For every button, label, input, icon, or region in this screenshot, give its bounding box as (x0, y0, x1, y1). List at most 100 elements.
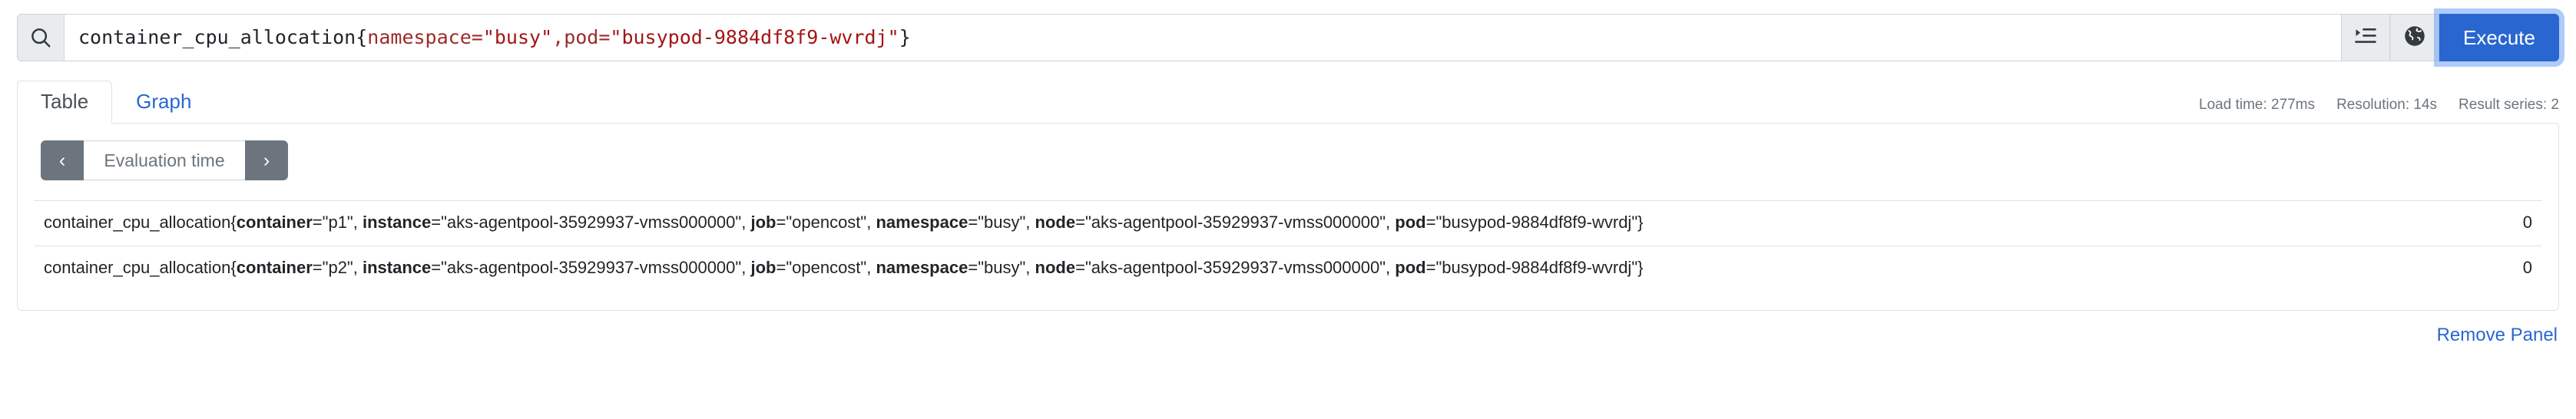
query-input-group: container_cpu_allocation{namespace="busy… (17, 14, 2440, 61)
result-label-value: "busy" (978, 257, 1026, 277)
tab-table-label: Table (41, 90, 89, 114)
chevron-left-icon: ‹ (58, 149, 66, 171)
result-label-key: pod (1395, 257, 1426, 277)
globe-button[interactable] (2390, 14, 2440, 61)
evaluation-time-input[interactable]: Evaluation time (84, 140, 245, 180)
result-label-key: job (750, 257, 776, 277)
result-value-cell: 0 (2522, 213, 2532, 232)
result-label-value: "aks-agentpool-35929937-vmss000000" (1084, 257, 1386, 277)
expression-token-label: , (552, 26, 565, 49)
result-label-value: "busy" (978, 213, 1026, 232)
result-label-value: "busypod-9884df8f9-wvrdj" (1435, 213, 1638, 232)
table-row: container_cpu_allocation{container="p2",… (35, 246, 2541, 290)
result-brace-close: } (1637, 257, 1644, 277)
result-table: container_cpu_allocation{container="p1",… (35, 200, 2541, 290)
result-label-key: container (236, 213, 313, 232)
execute-button-label: Execute (2463, 25, 2535, 49)
metrics-explorer-icon (2354, 25, 2377, 51)
result-metric-name: container_cpu_allocation (44, 257, 231, 277)
eval-time-next-button[interactable]: › (245, 140, 288, 180)
result-label-eq: = (431, 257, 442, 277)
result-label-key: container (236, 257, 313, 277)
result-label-value: "p2" (322, 257, 353, 277)
result-tabs: Table Graph Load time: 277ms Resolution:… (17, 81, 2559, 124)
result-label-value: "aks-agentpool-35929937-vmss000000" (1084, 213, 1386, 232)
result-label-value: "aks-agentpool-35929937-vmss000000" (441, 213, 742, 232)
execute-button[interactable]: Execute (2439, 14, 2559, 61)
result-table-body: container_cpu_allocation{container="p1",… (35, 200, 2541, 291)
query-stats: Load time: 277ms Resolution: 14s Result … (2199, 97, 2559, 114)
globe-icon (2403, 25, 2426, 51)
result-series-cell: container_cpu_allocation{container="p2",… (35, 246, 2431, 290)
remove-panel-link[interactable]: Remove Panel (2436, 325, 2558, 345)
result-label-eq: = (431, 213, 442, 232)
result-label-sep: , (1025, 257, 1035, 277)
expression-token-label: namespace= (367, 26, 483, 49)
result-label-key: instance (362, 213, 432, 232)
result-label-value: "aks-agentpool-35929937-vmss000000" (441, 257, 742, 277)
expression-token-string: "busypod-9884df8f9-wvrdj" (610, 26, 899, 49)
tab-table[interactable]: Table (17, 81, 113, 124)
result-label-sep: , (1386, 213, 1396, 232)
expression-input[interactable]: container_cpu_allocation{namespace="busy… (65, 14, 2342, 61)
result-label-key: namespace (876, 257, 968, 277)
tab-graph[interactable]: Graph (112, 81, 215, 124)
result-label-value: "opencost" (786, 257, 867, 277)
tab-graph-label: Graph (136, 90, 192, 114)
result-label-eq: = (312, 213, 323, 232)
query-panel: container_cpu_allocation{namespace="busy… (17, 14, 2559, 346)
result-label-key: node (1035, 257, 1076, 277)
result-label-value: "busypod-9884df8f9-wvrdj" (1435, 257, 1638, 277)
stat-load-time: Load time: 277ms (2199, 97, 2316, 113)
result-label-key: namespace (876, 213, 968, 232)
result-label-value: "p1" (322, 213, 353, 232)
result-label-sep: , (353, 257, 363, 277)
expression-token-string: "busy" (482, 26, 553, 49)
result-label-sep: , (866, 213, 876, 232)
panel-footer: Remove Panel (17, 325, 2559, 346)
expression-token-punct: } (899, 26, 911, 49)
result-label-sep: , (741, 213, 751, 232)
chevron-right-icon: › (263, 149, 270, 171)
result-label-key: node (1035, 213, 1076, 232)
result-value-cell: 0 (2522, 257, 2532, 277)
result-label-sep: , (353, 213, 363, 232)
stat-resolution: Resolution: 14s (2336, 97, 2438, 113)
result-label-eq: = (312, 257, 323, 277)
result-label-eq: = (1425, 213, 1436, 232)
expression-token-punct: { (356, 26, 368, 49)
metrics-explorer-button[interactable] (2341, 14, 2391, 61)
result-label-key: job (750, 213, 776, 232)
result-brace-open: { (230, 213, 237, 232)
result-label-key: instance (362, 257, 432, 277)
evaluation-time-group: ‹ Evaluation time › (41, 140, 288, 180)
result-label-key: pod (1395, 213, 1426, 232)
result-label-eq: = (968, 213, 978, 232)
query-bar: container_cpu_allocation{namespace="busy… (17, 14, 2559, 61)
result-series-cell: container_cpu_allocation{container="p1",… (35, 201, 2431, 246)
result-label-eq: = (1075, 257, 1085, 277)
result-label-eq: = (776, 257, 786, 277)
result-label-sep: , (741, 257, 751, 277)
table-tab-panel: ‹ Evaluation time › container_cpu_alloca… (17, 123, 2559, 311)
expression-token-label: pod= (564, 26, 611, 49)
evaluation-time-placeholder: Evaluation time (104, 150, 225, 170)
result-label-eq: = (1425, 257, 1436, 277)
table-row: container_cpu_allocation{container="p1",… (35, 200, 2541, 246)
result-label-sep: , (866, 257, 876, 277)
search-icon (29, 26, 52, 49)
result-label-sep: , (1025, 213, 1035, 232)
expression-text: container_cpu_allocation{namespace="busy… (78, 25, 911, 49)
eval-time-prev-button[interactable]: ‹ (41, 140, 84, 180)
result-label-value: "opencost" (786, 213, 867, 232)
result-brace-open: { (230, 257, 237, 277)
result-label-sep: , (1386, 257, 1396, 277)
search-icon-button[interactable] (17, 14, 65, 61)
result-metric-name: container_cpu_allocation (44, 213, 231, 232)
result-label-eq: = (1075, 213, 1085, 232)
result-brace-close: } (1637, 213, 1644, 232)
result-label-eq: = (968, 257, 978, 277)
expression-token-metric: container_cpu_allocation (78, 26, 356, 49)
stat-result-series: Result series: 2 (2458, 97, 2559, 113)
result-label-eq: = (776, 213, 786, 232)
